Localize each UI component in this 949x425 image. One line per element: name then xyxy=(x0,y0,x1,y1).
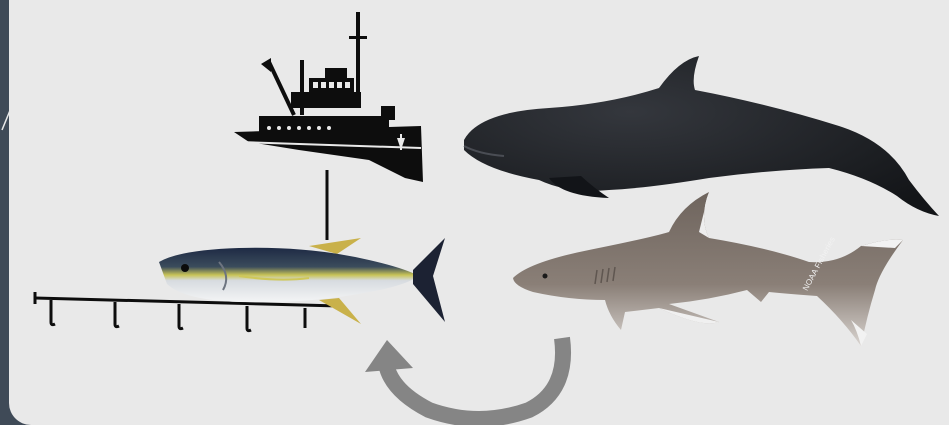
cycle-arrow-icon xyxy=(365,338,563,419)
false-killer-whale-icon xyxy=(464,56,939,216)
fishing-vessel-icon xyxy=(234,12,423,182)
diagram-panel: NOAA Fisheries xyxy=(9,0,949,425)
left-edge-mark-icon xyxy=(0,106,12,132)
diagram-artwork xyxy=(9,0,949,425)
yellowfin-tuna-icon xyxy=(159,238,445,324)
oceanic-whitetip-shark-icon xyxy=(513,192,903,346)
